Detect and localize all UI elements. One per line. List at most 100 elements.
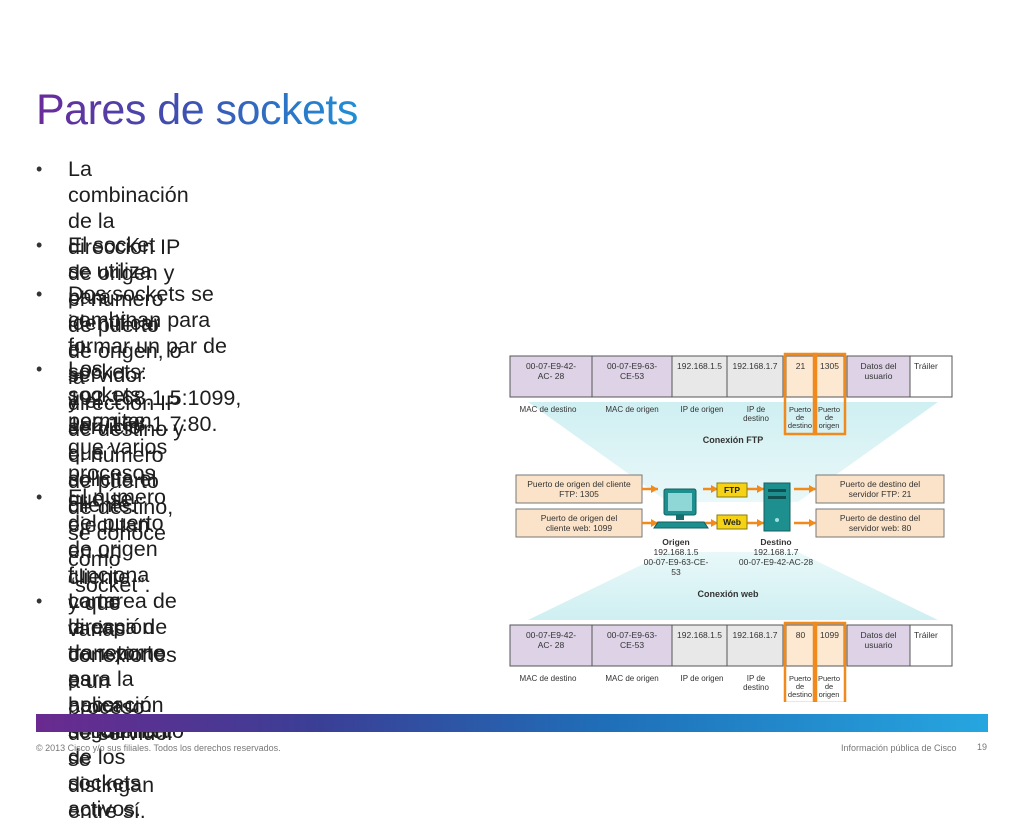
client-computer-icon [653, 488, 709, 529]
bullet-marker: • [36, 235, 43, 255]
bullet-line: activos. [68, 797, 141, 821]
web-tag-text: Web [723, 517, 741, 527]
bullet-text: La combinación de la dirección IP de ori… [68, 156, 189, 598]
frame-cell-text: 192.168.1.7 [733, 361, 778, 371]
connection-ftp-label: Conexión FTP [703, 435, 764, 445]
frame-datos-cell [846, 624, 911, 667]
arrow-head [757, 519, 764, 527]
bullet-line: y que varias conexiones a un proceso [68, 591, 177, 719]
frame-mac-origen-cell [591, 624, 673, 667]
frame-mac-origen-cell [591, 355, 673, 398]
footer-gradient-bar [36, 714, 988, 732]
port-destino-highlight [783, 352, 818, 436]
port-origen-highlight [812, 621, 847, 702]
frame-cell-text: Tráiler [914, 361, 938, 371]
arrow-head [809, 519, 816, 527]
bullet-line: como dirección de retorno para la [68, 589, 167, 691]
origin-mac: 00-07-E9-63-CE-53 [644, 557, 709, 577]
bullet-line: El número del puerto de origen funciona [68, 485, 166, 587]
frame-datos-cell [846, 355, 911, 398]
arrow-head [711, 519, 718, 527]
bullet-line: Los sockets permiten que varios [68, 357, 168, 459]
web-tag [716, 514, 748, 530]
frame-cell-text: 00-07-E9-42-AC- 28 [526, 630, 576, 650]
frame-mac-destino-cell [509, 355, 593, 398]
bullet-line: 192.168.1.7:80. [68, 412, 218, 436]
ftp-tag [716, 482, 748, 498]
funnel-top-shape [528, 402, 938, 502]
frame-field-label: IP de origen [681, 405, 724, 414]
arrow-head [651, 519, 658, 527]
frame-field-label: MAC de origen [605, 674, 658, 683]
funnel-bottom-shape [528, 552, 938, 620]
frame-ip-destino-cell [726, 355, 784, 398]
frame-cell-text: 00-07-E9-42-AC- 28 [526, 361, 576, 381]
bullet-line: La combinación de la dirección IP de ori… [68, 157, 189, 389]
socket-pair-diagram: 00-07-E9-42-AC- 2800-07-E9-63-CE-53192.1… [509, 352, 953, 702]
bullet-marker: • [36, 359, 43, 379]
frame-cell-text: 80 [796, 630, 806, 640]
frame-cell-text: 192.168.1.7 [733, 630, 778, 640]
bullet-line: procesos que se ejecutan en un cliente [68, 461, 156, 589]
bullet-text: El número del puerto de origen funciona … [68, 484, 170, 744]
frame-ip-origen-cell [671, 624, 728, 667]
frame-field-label: IP de origen [681, 674, 724, 683]
frame-cell-text: 192.168.1.5 [677, 361, 722, 371]
frame-trailer-cell [909, 624, 953, 667]
bullet-text: Dos sockets se combinan para formar un p… [68, 281, 241, 437]
origin-title: Origen [662, 537, 689, 547]
client-web-port-box [515, 508, 643, 538]
frame-cell-text: 00-07-E9-63-CE-53 [607, 630, 657, 650]
dest-title: Destino [760, 537, 791, 547]
frame-cell-text: 00-07-E9-63-CE-53 [607, 361, 657, 381]
frame-ip-destino-cell [726, 624, 784, 667]
origin-ip: 192.168.1.5 [654, 547, 699, 557]
arrow-head [809, 485, 816, 493]
footer-classification: Información pública de Cisco [841, 743, 957, 753]
frame-cell-text: 21 [796, 361, 806, 371]
bullet-marker: • [36, 487, 43, 507]
arrow-head [711, 485, 718, 493]
ftp-tag-text: FTP [724, 485, 740, 495]
bullet-marker: • [36, 591, 43, 611]
server-icon [763, 482, 791, 532]
frame-ip-origen-cell [671, 355, 728, 398]
port-origen-highlight [812, 352, 847, 436]
bullet-line: El socket se utiliza para identificar el… [68, 233, 161, 517]
client-ftp-port-box [515, 474, 643, 504]
frame-bottom: 00-07-E9-42-AC- 28 00-07-E9-63-CE-53 192.1… [509, 621, 953, 702]
dest-mac: 00-07-E9-42-AC-28 [739, 557, 813, 567]
arrow-head [651, 485, 658, 493]
frame-puerto-origen-cell [814, 355, 845, 398]
frame-mac-destino-cell [509, 624, 593, 667]
bullet-line: Dos sockets se combinan para formar un p… [68, 282, 242, 410]
connection-web-label: Conexión web [697, 589, 759, 599]
slide-title: Pares de sockets [36, 86, 358, 134]
frame-trailer-cell [909, 355, 953, 398]
bullet-text: El socket se utiliza para identificar el… [68, 232, 160, 518]
server-ftp-port-box [815, 474, 945, 504]
frame-field-label: MAC de destino [520, 405, 577, 414]
dest-ip: 192.168.1.7 [754, 547, 799, 557]
frame-puerto-destino-cell [785, 624, 816, 667]
arrow-head [757, 485, 764, 493]
frame-top: 00-07-E9-42-AC- 28 00-07-E9-63-CE-53 192.1… [509, 352, 953, 436]
footer-copyright: © 2013 Cisco y/o sus filiales. Todos los… [36, 743, 281, 753]
frame-cell-text: Tráiler [914, 630, 938, 640]
port-destino-highlight [783, 621, 818, 702]
bullet-line: La tarea de la capa de transporte es [68, 589, 177, 691]
bullet-text: La tarea de la capa de transporte es hac… [68, 588, 184, 822]
bullet-marker: • [36, 284, 43, 304]
